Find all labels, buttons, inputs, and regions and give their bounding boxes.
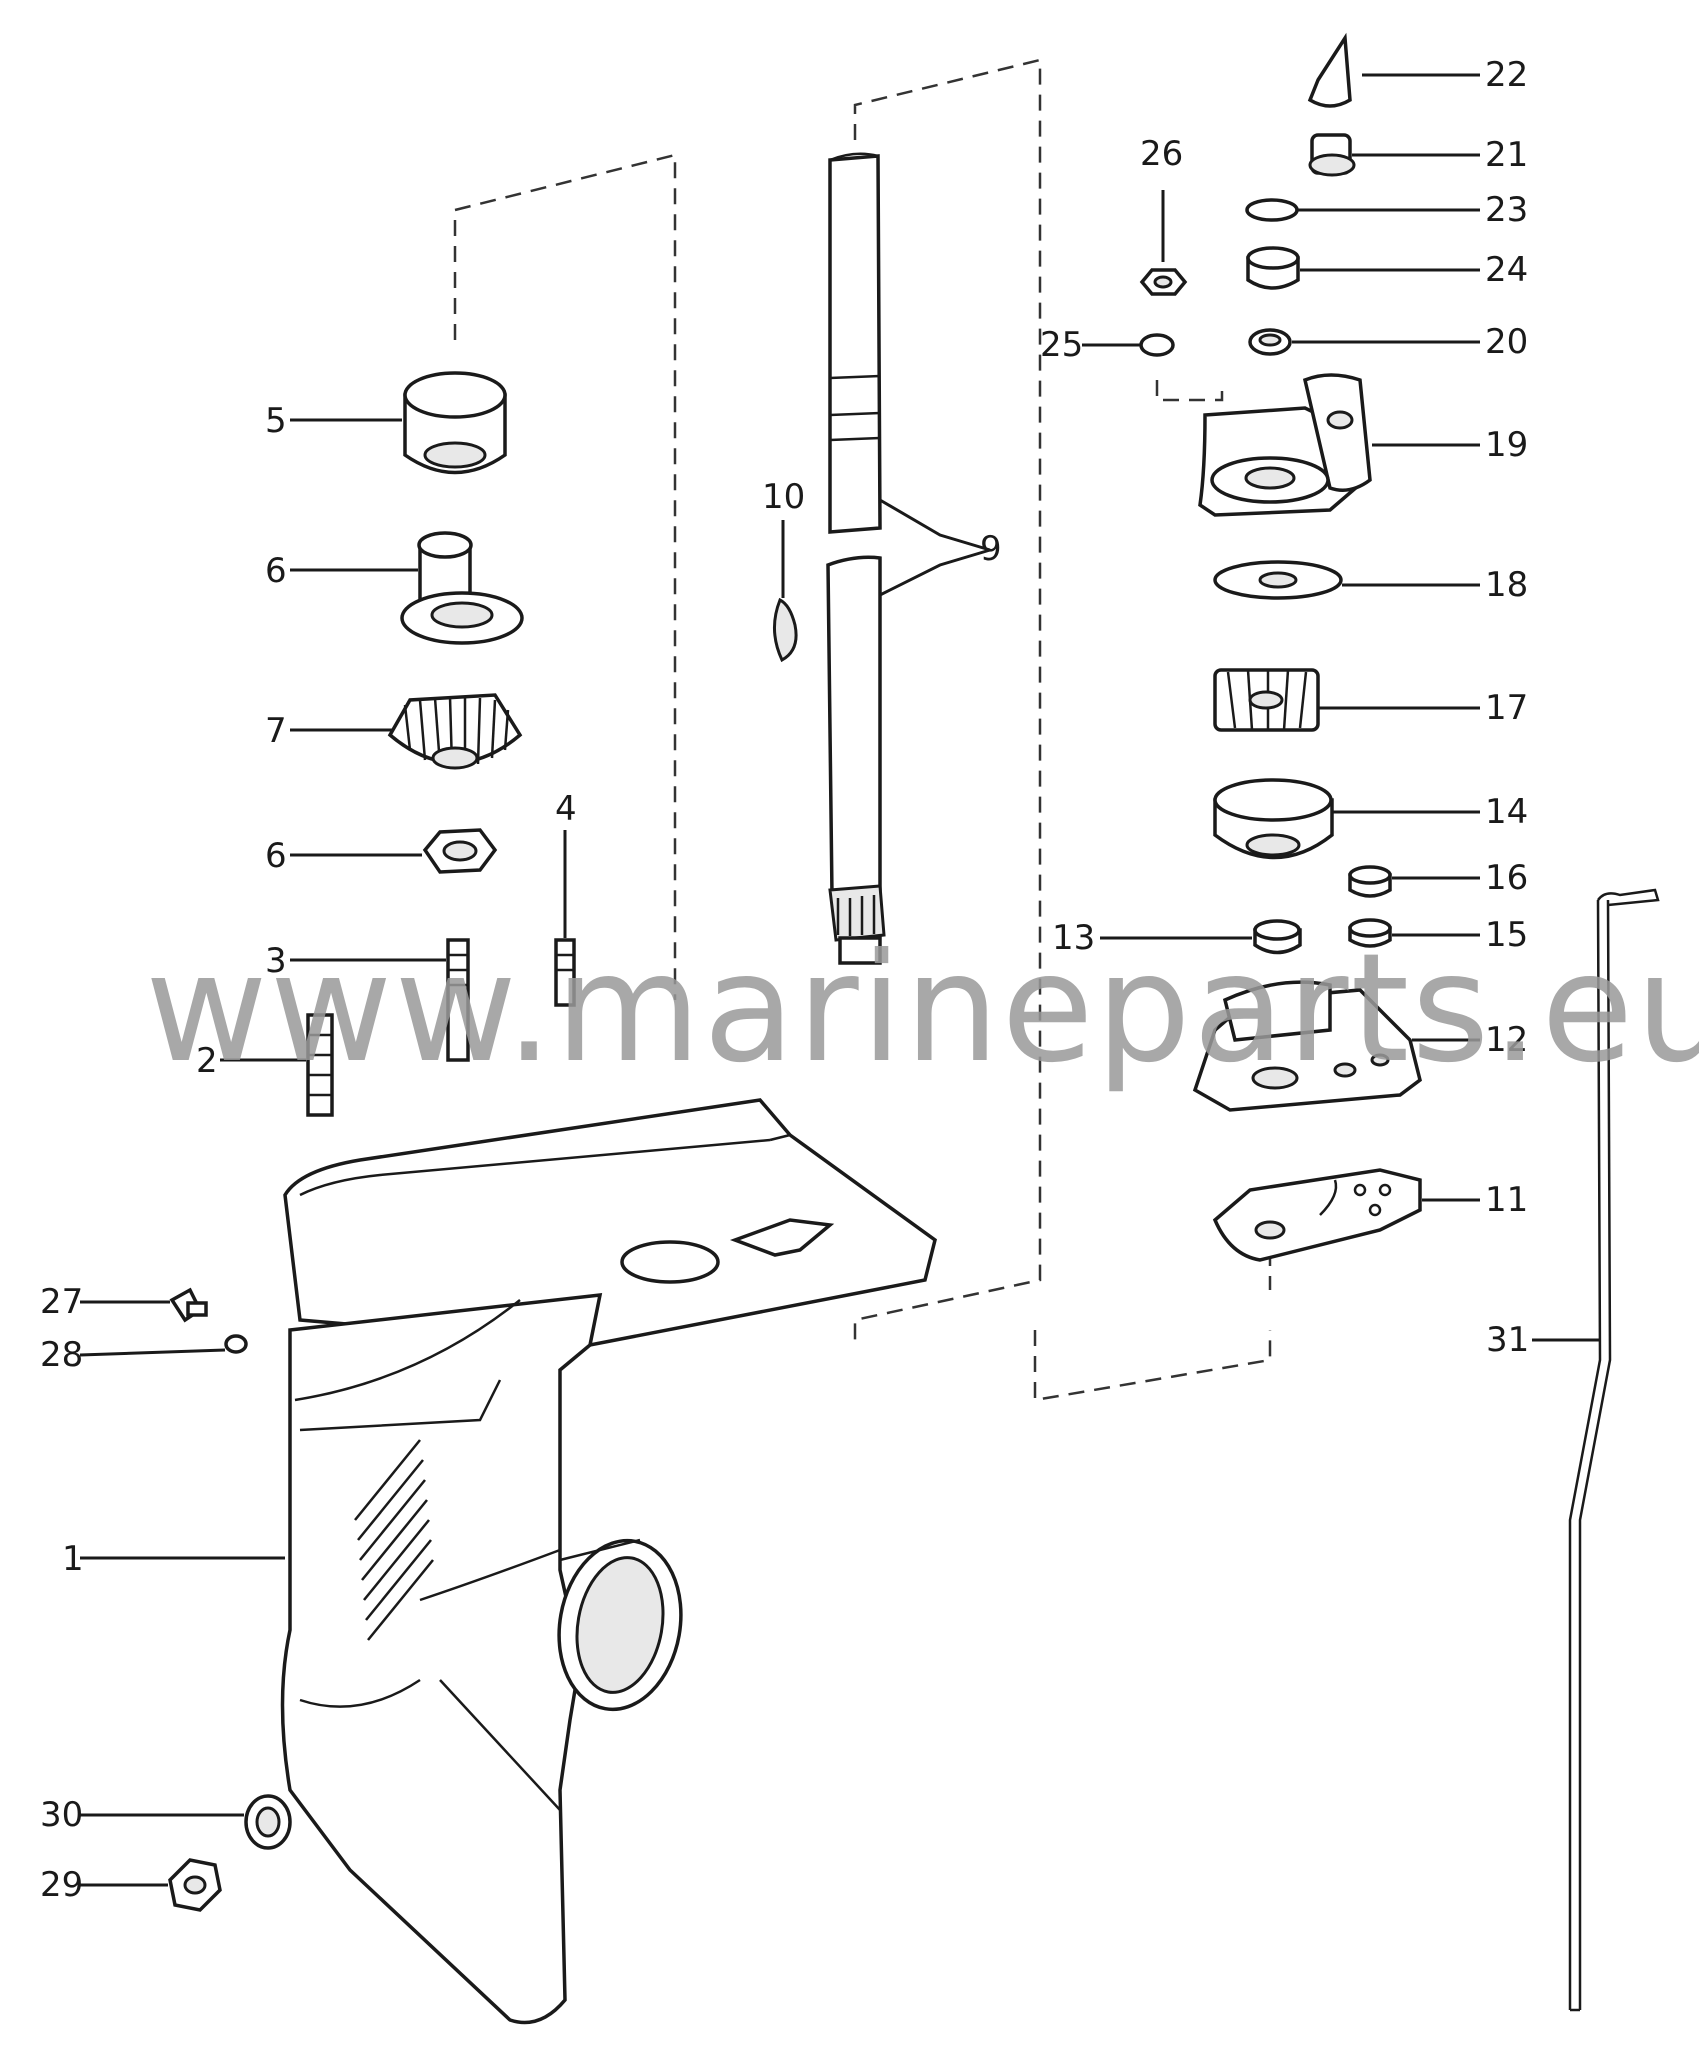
impeller: [1213, 668, 1320, 732]
callout-28: 28: [40, 1335, 83, 1375]
hex-nut: [1139, 268, 1188, 296]
callout-5: 5: [265, 401, 287, 441]
callout-29: 29: [40, 1865, 83, 1905]
long-stud: [446, 938, 470, 1062]
o-ring: [1245, 198, 1299, 222]
callout-11: 11: [1485, 1180, 1528, 1220]
woodruff-key: [773, 597, 798, 663]
pinion-nut: [422, 828, 498, 874]
needle-bearing: [1253, 919, 1302, 955]
water-intake-slots: [354, 1439, 434, 1641]
callout-19: 19: [1485, 425, 1528, 465]
callout-31: 31: [1486, 1320, 1529, 1360]
callout-13: 13: [1052, 918, 1095, 958]
callout-15: 15: [1485, 915, 1528, 955]
water-pump-housing: [1198, 373, 1372, 517]
callout-labels: 22 21 23 24 20 26 25 19 18 17 14 16 15 1…: [40, 55, 1529, 1905]
callout-16: 16: [1485, 858, 1528, 898]
seal-ring: [244, 1794, 292, 1850]
base-gasket: [1212, 1168, 1422, 1262]
gasket: [1213, 560, 1343, 600]
callout-20: 20: [1485, 322, 1528, 362]
callout-6-top: 6: [265, 551, 287, 591]
callout-9: 9: [980, 529, 1002, 569]
callout-4: 4: [555, 789, 577, 829]
oil-seal: [1348, 918, 1392, 948]
callout-12: 12: [1485, 1020, 1528, 1060]
drain-screw: [168, 1858, 222, 1912]
grommet: [1248, 328, 1292, 356]
short-stud: [554, 938, 576, 1007]
callout-17: 17: [1485, 688, 1528, 728]
callout-2: 2: [196, 1041, 218, 1081]
callout-23: 23: [1485, 190, 1528, 230]
bearing-cup: [403, 371, 507, 475]
callout-22: 22: [1485, 55, 1528, 95]
callout-26: 26: [1140, 134, 1183, 174]
callout-3: 3: [265, 941, 287, 981]
callout-10: 10: [762, 477, 805, 517]
impeller-insert: [1213, 778, 1334, 860]
stud: [306, 1013, 334, 1117]
assembly-guide-lines: [453, 58, 1272, 1402]
callout-24: 24: [1485, 250, 1528, 290]
callout-21: 21: [1485, 135, 1528, 175]
tube-seal: [1308, 133, 1356, 177]
watermark-text: www.marineparts.eu: [145, 922, 1699, 1096]
driveshaft: [826, 152, 886, 965]
small-seal: [1348, 865, 1392, 898]
callout-27: 27: [40, 1282, 83, 1322]
sealing-washer: [224, 1334, 248, 1354]
leader-lines: [79, 73, 1600, 1887]
callout-30: 30: [40, 1795, 83, 1835]
pinion-gear: [387, 693, 523, 770]
water-tube: [1307, 32, 1352, 108]
callout-18: 18: [1485, 565, 1528, 605]
callout-1: 1: [62, 1539, 84, 1579]
washer: [1139, 333, 1175, 357]
callout-7: 7: [265, 711, 287, 751]
shift-rod: [1568, 888, 1660, 2012]
pump-base: [1192, 980, 1422, 1112]
callout-25: 25: [1040, 325, 1083, 365]
callout-6-bottom: 6: [265, 836, 287, 876]
bushing: [1246, 246, 1300, 290]
screw: [169, 1287, 208, 1323]
callout-14: 14: [1485, 792, 1528, 832]
gear-housing: [280, 1098, 937, 2025]
tapered-bearing: [400, 531, 524, 645]
